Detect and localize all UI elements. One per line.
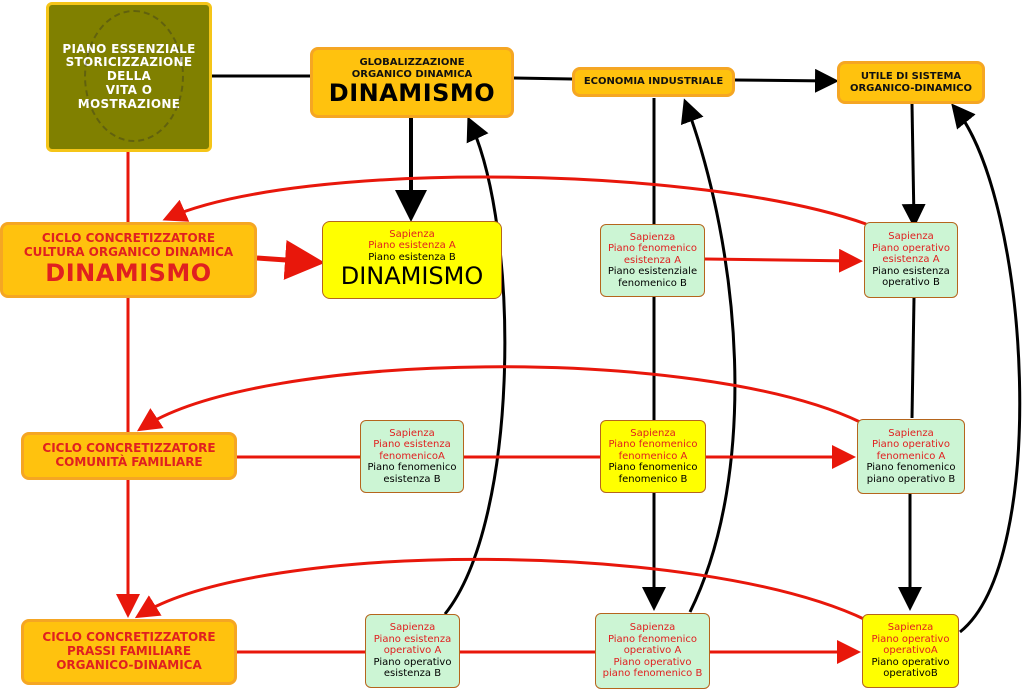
edge-r2c4-cycle2: [136, 365, 861, 432]
globe-illustration: [84, 10, 184, 142]
node-r2c2-r1: Sapienza: [389, 427, 435, 439]
node-r2c4-b1: Piano fenomenico: [866, 462, 956, 474]
edge-utile-r1c4: [901, 103, 926, 228]
node-r2c3-b2: fenomenico B: [618, 473, 688, 485]
node-r3c2-r2: Piano esistenza: [373, 633, 452, 645]
node-r2c3-r2: Piano fenomenico: [608, 439, 698, 451]
edge-r3c4-cycle3: [134, 557, 867, 622]
edge-economia-utile: [734, 68, 839, 93]
node-r3c4: Sapienza Piano operativo operativoA Pian…: [862, 614, 959, 688]
node-r3c2-b2: esistenza B: [383, 668, 442, 680]
cycle3-line-2: PRASSI FAMILIARE: [66, 644, 192, 659]
economia-label: ECONOMIA INDUSTRIALE: [583, 76, 724, 88]
node-r3c3: Sapienza Piano fenomenico operativo A Pi…: [595, 613, 710, 689]
cycle3-line-3: ORGANICO-DINAMICA: [56, 657, 202, 672]
node-r1c4-r3: esistenza A: [882, 254, 940, 266]
node-dinamismo: Sapienza Piano esistenza A Piano esisten…: [322, 221, 502, 299]
node-r1c4-b2: operativo B: [882, 277, 940, 289]
node-r1c4-r2: Piano operativo: [872, 242, 950, 254]
node-r2c4-r3: fenomenico A: [876, 450, 946, 462]
node-r2c3-r3: fenomenico A: [618, 450, 688, 462]
cycle1-line-2: CULTURA ORGANICO DINAMICA: [23, 245, 234, 260]
cycle1-line-1: CICLO CONCRETIZZATORE: [41, 231, 216, 246]
edge-r1c4-cycle1: [162, 175, 867, 226]
node-r2c2-r2: Piano esistenza: [373, 439, 451, 451]
node-r2c4-r1: Sapienza: [888, 427, 934, 439]
cycle2-line-2: COMUNITÀ FAMILIARE: [55, 455, 203, 469]
cycle2-line-1: CICLO CONCRETIZZATORE: [42, 441, 216, 456]
globalizzazione-line-1: GLOBALIZZAZIONE: [359, 57, 465, 69]
edge-r3c4-utile: [951, 103, 1022, 634]
node-r1c3-r3: esistenza A: [623, 254, 682, 266]
node-r2c4: Sapienza Piano operativo fenomenico A Pi…: [857, 419, 965, 494]
utile-di-sistema-box: UTILE DI SISTEMA ORGANICO-DINAMICO: [837, 61, 985, 104]
node-r1c4-r1: Sapienza: [888, 231, 934, 243]
node-r1c3-r1: Sapienza: [629, 231, 676, 243]
globalizzazione-box: GLOBALIZZAZIONE ORGANICO DINAMICA DINAMI…: [310, 47, 514, 118]
node-r3c3-r3: operativo A: [623, 645, 682, 657]
node-r2c2-r3: fenomenicoA: [379, 450, 445, 462]
utile-line-1: UTILE DI SISTEMA: [860, 71, 962, 82]
node-r3c2-b1: Piano operativo: [373, 656, 452, 668]
economia-industriale-box: ECONOMIA INDUSTRIALE: [572, 67, 735, 97]
ciclo-comunita-box: CICLO CONCRETIZZATORE COMUNITÀ FAMILIARE: [21, 432, 237, 480]
node-r2c2-b2: esistenza B: [383, 473, 441, 485]
node-r3c3-r1: Sapienza: [629, 622, 676, 634]
node-r2c4-r2: Piano operativo: [872, 439, 950, 451]
node-r2c3-r1: Sapienza: [630, 427, 676, 439]
edge-r1c4-r2c4: [910, 297, 916, 419]
utile-line-2: ORGANICO-DINAMICO: [849, 82, 973, 94]
node-r2c4-b2: piano operativo B: [866, 473, 956, 485]
node-r1c4-b1: Piano esistenza: [872, 265, 950, 277]
node-r3c3-r4: Piano operativo: [613, 656, 692, 668]
node-r2c3-b1: Piano fenomenico: [608, 462, 698, 474]
node-r3c2-r1: Sapienza: [389, 622, 436, 634]
globalizzazione-title: DINAMISMO: [328, 79, 496, 108]
ciclo-cultura-box: CICLO CONCRETIZZATORE CULTURA ORGANICO D…: [0, 222, 257, 298]
node-r3c2-r3: operativo A: [383, 645, 442, 657]
cycle3-line-1: CICLO CONCRETIZZATORE: [42, 630, 216, 645]
node-din-r1: Sapienza: [389, 228, 435, 240]
node-r1c3-b1: Piano esistenziale: [607, 266, 698, 278]
node-din-title: DINAMISMO: [340, 262, 484, 291]
edge-r3c3-economia: [680, 98, 737, 613]
node-r3c4-b2: operativoB: [883, 668, 938, 680]
globalizzazione-line-2: ORGANICO DINAMICA: [351, 68, 473, 80]
node-din-b1: Piano esistenza B: [368, 251, 456, 263]
node-r1c3: Sapienza Piano fenomenico esistenza A Pi…: [600, 224, 705, 297]
node-r3c4-b1: Piano operativo: [871, 656, 950, 668]
node-r3c4-r2: Piano operativo: [871, 633, 950, 645]
node-r1c4: Sapienza Piano operativo esistenza A Pia…: [864, 222, 958, 298]
node-r2c2-b1: Piano fenomenico: [367, 462, 457, 474]
edge-r1c3-r1c4: [704, 248, 863, 273]
node-r2c2: Sapienza Piano esistenza fenomenicoA Pia…: [360, 420, 464, 493]
node-r3c4-r1: Sapienza: [887, 622, 934, 634]
essential-plane-box: PIANO ESSENZIALE STORICIZZAZIONE DELLA V…: [46, 2, 212, 152]
node-r3c3-r5: piano fenomenico B: [602, 668, 703, 680]
edge-cycle1-din: [256, 239, 325, 280]
cycle1-title: DINAMISMO: [45, 259, 212, 287]
node-din-r2: Piano esistenza A: [368, 240, 456, 252]
node-r1c3-b2: fenomenico B: [618, 277, 687, 289]
edge-globalizzazione-economia: [513, 76, 573, 81]
node-r3c4-r3: operativoA: [883, 645, 938, 657]
ciclo-prassi-box: CICLO CONCRETIZZATORE PRASSI FAMILIARE O…: [21, 619, 237, 685]
node-r3c3-r2: Piano fenomenico: [607, 633, 698, 645]
node-r3c2: Sapienza Piano esistenza operativo A Pia…: [365, 614, 460, 688]
node-r1c3-r2: Piano fenomenico: [607, 243, 698, 255]
node-r2c3: Sapienza Piano fenomenico fenomenico A P…: [600, 420, 706, 493]
